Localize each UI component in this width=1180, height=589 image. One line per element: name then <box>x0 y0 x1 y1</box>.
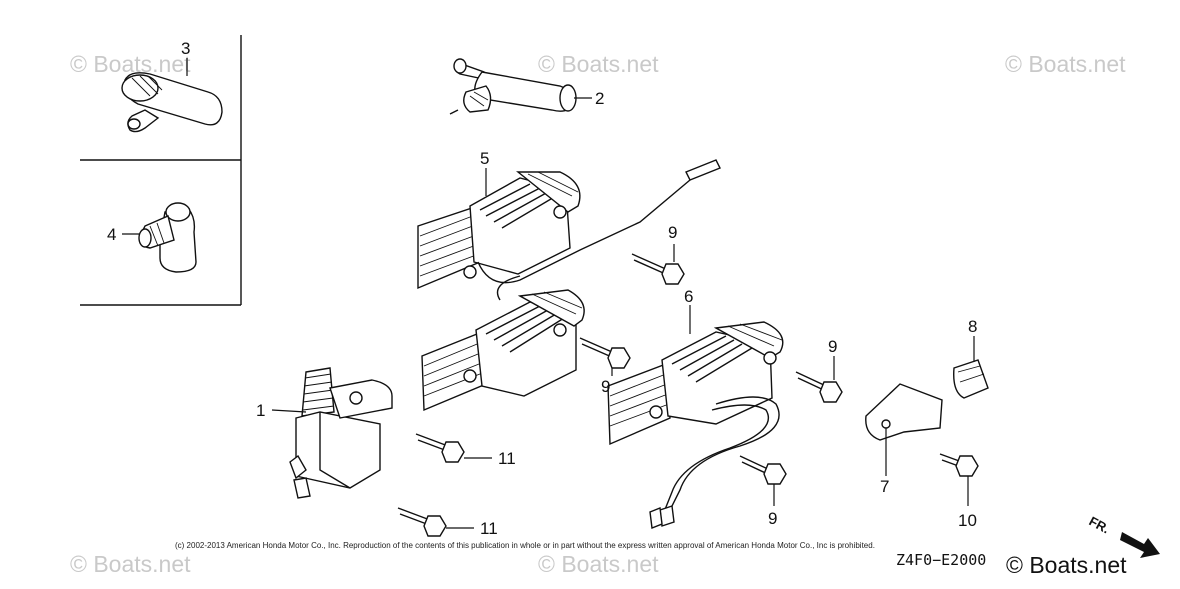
watermark: © Boats.net <box>538 551 659 577</box>
plug-cap-4[interactable] <box>138 202 197 273</box>
brand-watermark: © Boats.net <box>1006 552 1127 578</box>
callout-3: 3 <box>181 39 190 58</box>
leader-lines <box>122 58 975 529</box>
callout-10: 10 <box>958 511 977 530</box>
bracket-7[interactable] <box>865 383 943 441</box>
bolt-10[interactable] <box>939 453 979 477</box>
callout-9: 9 <box>828 337 837 356</box>
callout-6: 6 <box>684 287 693 306</box>
bolt-9-a[interactable] <box>631 253 685 285</box>
ignition-coil-1[interactable] <box>289 109 459 499</box>
bolt-11-a[interactable] <box>415 433 465 463</box>
callout-2: 2 <box>595 89 604 108</box>
callout-8: 8 <box>968 317 977 336</box>
bolt-9-d[interactable] <box>739 455 787 485</box>
charge-coil-5[interactable] <box>417 159 721 290</box>
watermark: © Boats.net <box>70 51 191 77</box>
bolt-9-c[interactable] <box>795 371 843 403</box>
diagram-code: Z4F0−E2000 <box>896 551 986 569</box>
callout-5: 5 <box>480 149 489 168</box>
watermark: © Boats.net <box>538 51 659 77</box>
watermark: © Boats.net <box>70 551 191 577</box>
callout-4: 4 <box>107 225 116 244</box>
inset-frame <box>80 35 242 306</box>
bolt-11-b[interactable] <box>397 507 447 537</box>
charge-coil-5-lower[interactable] <box>421 275 585 412</box>
callout-9: 9 <box>768 509 777 528</box>
callout-1: 1 <box>256 401 265 420</box>
charge-coil-6[interactable] <box>607 321 784 529</box>
direction-label: FR. <box>1087 513 1113 536</box>
copyright-notice: (c) 2002-2013 American Honda Motor Co., … <box>175 541 875 550</box>
callout-11: 11 <box>480 519 498 538</box>
watermark: © Boats.net <box>1005 51 1126 77</box>
clip-8[interactable] <box>953 359 989 399</box>
plug-cap-2[interactable] <box>453 58 577 113</box>
callout-7: 7 <box>880 477 889 496</box>
callout-9: 9 <box>668 223 677 242</box>
bolt-9-b[interactable] <box>579 337 631 369</box>
callout-11: 11 <box>498 449 516 468</box>
callout-9: 9 <box>601 377 610 396</box>
plug-cap-3[interactable] <box>121 72 223 133</box>
